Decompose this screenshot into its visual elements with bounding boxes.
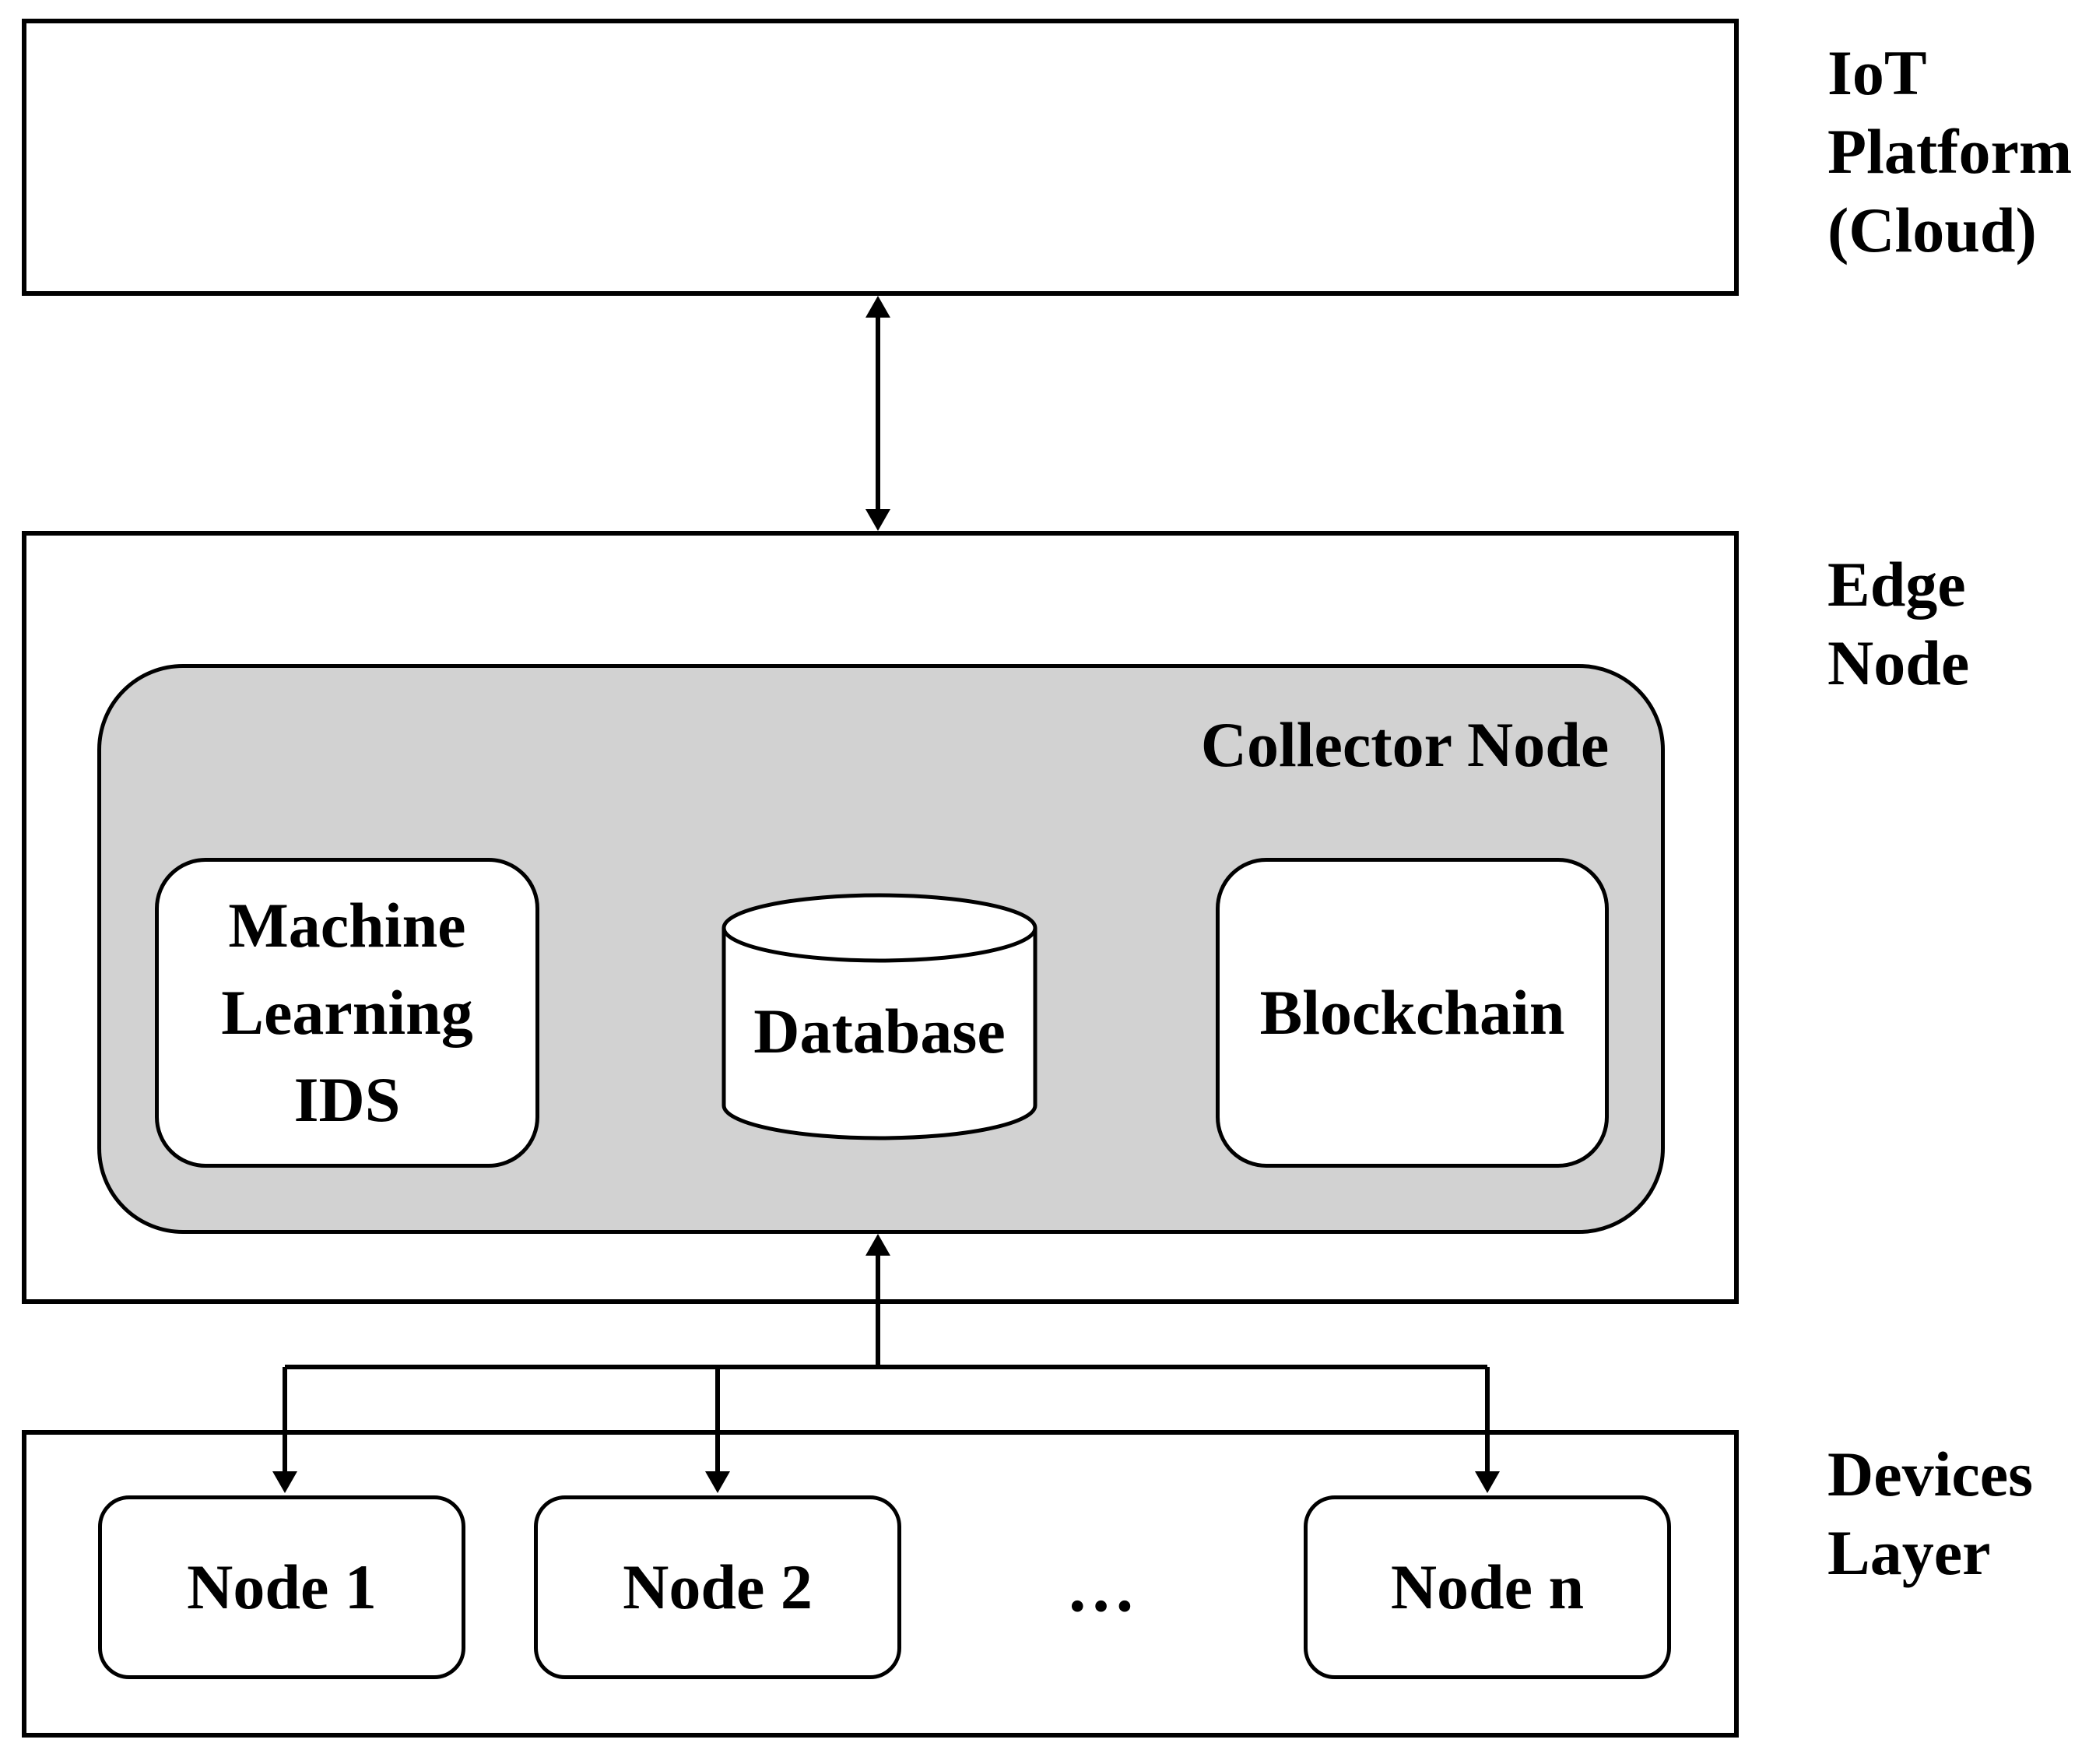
nodes-ellipsis: … bbox=[1066, 1549, 1141, 1626]
blockchain-box: Blockchain bbox=[1216, 858, 1609, 1168]
devices-layer-label-line2: Layer bbox=[1827, 1517, 1991, 1588]
edge-layer-label-line2: Node bbox=[1827, 627, 1970, 698]
cloud-layer-label: IoT Platform (Cloud) bbox=[1827, 33, 2092, 269]
ml-label-line2: Learning bbox=[221, 977, 473, 1048]
node-n-label: Node n bbox=[1390, 1551, 1585, 1622]
node-n-box: Node n bbox=[1304, 1495, 1671, 1679]
database-cylinder-icon bbox=[721, 893, 1037, 1140]
cloud-layer-label-line3: (Cloud) bbox=[1827, 195, 2037, 265]
ml-label-line3: IDS bbox=[293, 1064, 401, 1135]
devices-layer-label: Devices Layer bbox=[1827, 1435, 2092, 1592]
node-1-label: Node 1 bbox=[187, 1551, 377, 1622]
edge-layer-label: Edge Node bbox=[1827, 545, 2092, 702]
node-2-label: Node 2 bbox=[623, 1551, 813, 1622]
database-label: Database bbox=[753, 996, 1006, 1066]
machine-learning-ids-box: Machine Learning IDS bbox=[155, 858, 539, 1168]
cloud-layer-label-line2: Platform bbox=[1827, 116, 2073, 187]
ml-label-line1: Machine bbox=[228, 890, 466, 961]
devices-layer-label-line1: Devices bbox=[1827, 1439, 2034, 1509]
cloud-edge-double-arrow-icon bbox=[865, 296, 890, 531]
machine-learning-ids-label: Machine Learning IDS bbox=[221, 882, 472, 1144]
cloud-layer-label-line1: IoT bbox=[1827, 37, 1927, 108]
collector-node-title: Collector Node bbox=[1200, 709, 1610, 780]
blockchain-label: Blockchain bbox=[1259, 976, 1565, 1048]
node-2-box: Node 2 bbox=[534, 1495, 901, 1679]
edge-layer-label-line1: Edge bbox=[1827, 549, 1966, 620]
node-1-box: Node 1 bbox=[98, 1495, 465, 1679]
cloud-layer-box bbox=[22, 19, 1739, 296]
